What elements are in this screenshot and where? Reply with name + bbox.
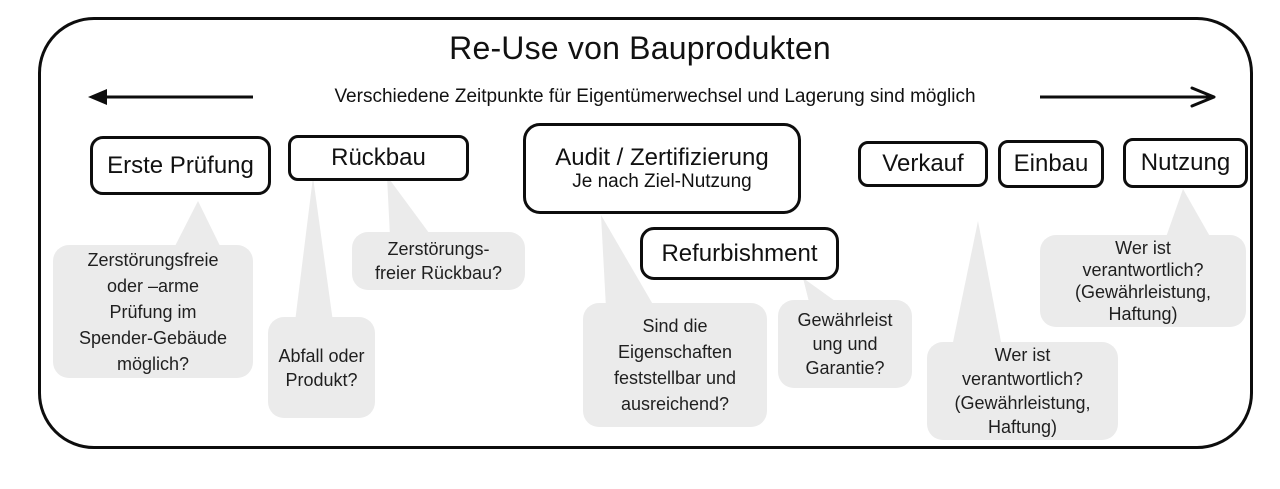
stage-label: Rückbau: [331, 144, 426, 172]
speech-bubble-verkauf-frage: Wer ist verantwortlich? (Gewährleistung,…: [927, 342, 1118, 440]
stage-box-erste-pruefung: Erste Prüfung: [90, 136, 271, 195]
diagram-title: Re-Use von Bauprodukten: [449, 30, 831, 66]
bubble-tail-erste-pruefung: [173, 201, 222, 250]
bubble-tail-gewaehrleistung: [803, 278, 842, 306]
left-arrow-icon: [88, 89, 253, 105]
stage-label: Einbau: [1013, 150, 1089, 178]
stage-box-nutzung: Nutzung: [1123, 138, 1248, 188]
speech-bubble-pruefung-frage: Zerstörungsfreie oder –arme Prüfung im S…: [53, 245, 253, 378]
stage-box-refurbishment: Refurbishment: [640, 227, 839, 280]
timeline-caption: Verschiedene Zeitpunkte für Eigentümerwe…: [334, 86, 976, 107]
stage-label: Refurbishment: [661, 239, 818, 267]
stage-box-einbau: Einbau: [998, 140, 1104, 188]
bubble-tail-abfall: [295, 177, 333, 322]
bubble-tail-verkauf: [952, 221, 1002, 347]
stage-box-rueckbau: Rückbau: [288, 135, 469, 181]
stage-label: Audit / Zertifizierung: [555, 143, 769, 171]
stage-label: Verkauf: [882, 150, 964, 178]
bubble-tail-nutzung: [1165, 189, 1212, 240]
speech-bubble-abfall-frage: Abfall oder Produkt?: [268, 317, 375, 418]
speech-bubble-eigenschaften-frage: Sind die Eigenschaften feststellbar und …: [583, 303, 767, 427]
stage-label: Erste Prüfung: [107, 151, 254, 179]
speech-bubble-nutzung-frage: Wer ist verantwortlich? (Gewährleistung,…: [1040, 235, 1246, 327]
stage-label: Nutzung: [1140, 149, 1231, 177]
right-arrow-icon: [1040, 86, 1216, 108]
speech-bubble-gewaehrleistung-frage: Gewährleist ung und Garantie?: [778, 300, 912, 388]
stage-sublabel: Je nach Ziel-Nutzung: [572, 171, 752, 193]
bubble-tail-eigenschaften: [601, 215, 655, 308]
bubble-tail-rueckbau: [387, 176, 432, 237]
speech-bubble-rueckbau-frage: Zerstörungs- freier Rückbau?: [352, 232, 525, 290]
stage-box-audit-zertifizierung: Audit / Zertifizierung Je nach Ziel-Nutz…: [523, 123, 801, 214]
stage-box-verkauf: Verkauf: [858, 141, 988, 187]
